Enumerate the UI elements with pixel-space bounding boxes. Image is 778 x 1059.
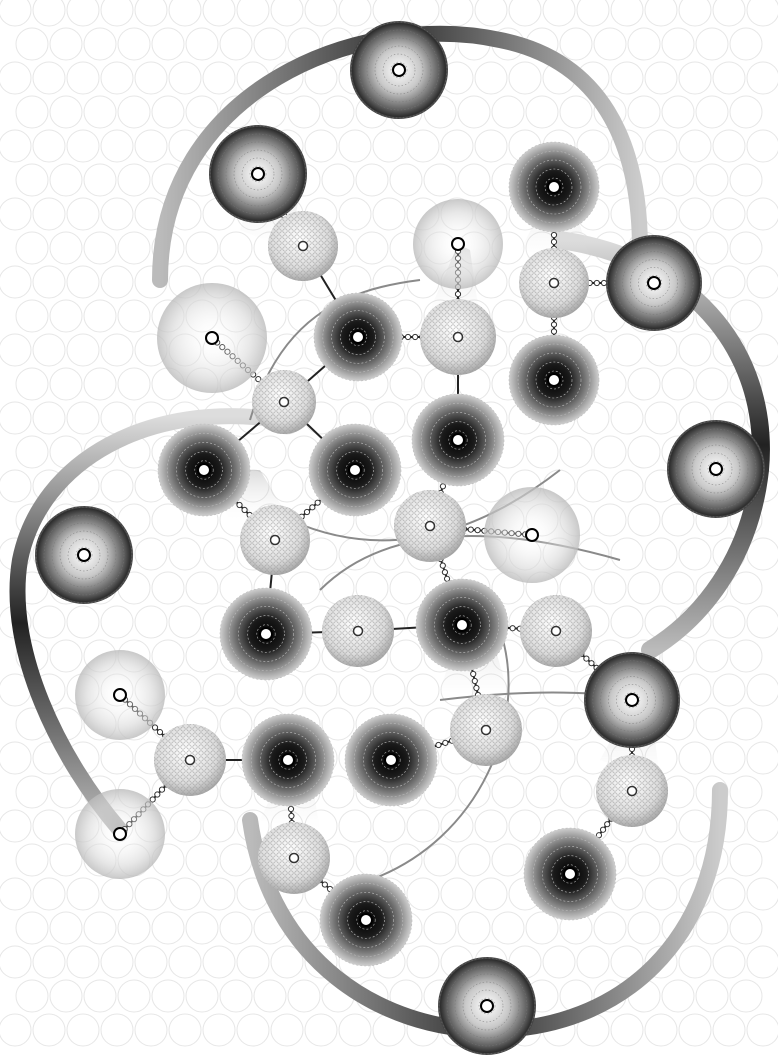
faint-halo-node — [75, 650, 165, 740]
dotted-sphere-node — [154, 724, 226, 796]
light-ring-node — [585, 653, 679, 747]
dark-radial-node — [220, 588, 312, 680]
dark-radial-node — [509, 142, 599, 232]
dark-radial-node — [345, 714, 437, 806]
dotted-sphere-node — [519, 248, 589, 318]
dotted-sphere-node — [520, 595, 592, 667]
dark-radial-node — [242, 714, 334, 806]
light-ring-node — [210, 126, 306, 222]
dark-radial-node — [412, 394, 504, 486]
dotted-sphere-node — [322, 595, 394, 667]
dark-radial-node — [158, 424, 250, 516]
dark-radial-node — [509, 335, 599, 425]
light-ring-node — [351, 22, 447, 118]
dark-radial-node — [416, 579, 508, 671]
dotted-sphere-node — [394, 490, 466, 562]
faint-halo-node — [484, 487, 580, 583]
dark-radial-node — [314, 293, 402, 381]
dotted-sphere-node — [596, 755, 668, 827]
dotted-sphere-node — [252, 370, 316, 434]
dotted-sphere-node — [450, 694, 522, 766]
dotted-sphere-node — [268, 211, 338, 281]
faint-halo-node — [413, 199, 503, 289]
dark-radial-node — [320, 874, 412, 966]
faint-halo-node — [75, 789, 165, 879]
faint-halo-node — [157, 283, 267, 393]
dotted-sphere-node — [240, 505, 310, 575]
light-ring-node — [439, 958, 535, 1054]
dark-radial-node — [524, 828, 616, 920]
dotted-sphere-node — [258, 822, 330, 894]
light-ring-node — [668, 421, 764, 517]
network-nodes — [36, 22, 764, 1054]
dark-radial-node — [309, 424, 401, 516]
light-ring-node — [607, 236, 701, 330]
dotted-sphere-node — [420, 299, 496, 375]
light-ring-node — [36, 507, 132, 603]
